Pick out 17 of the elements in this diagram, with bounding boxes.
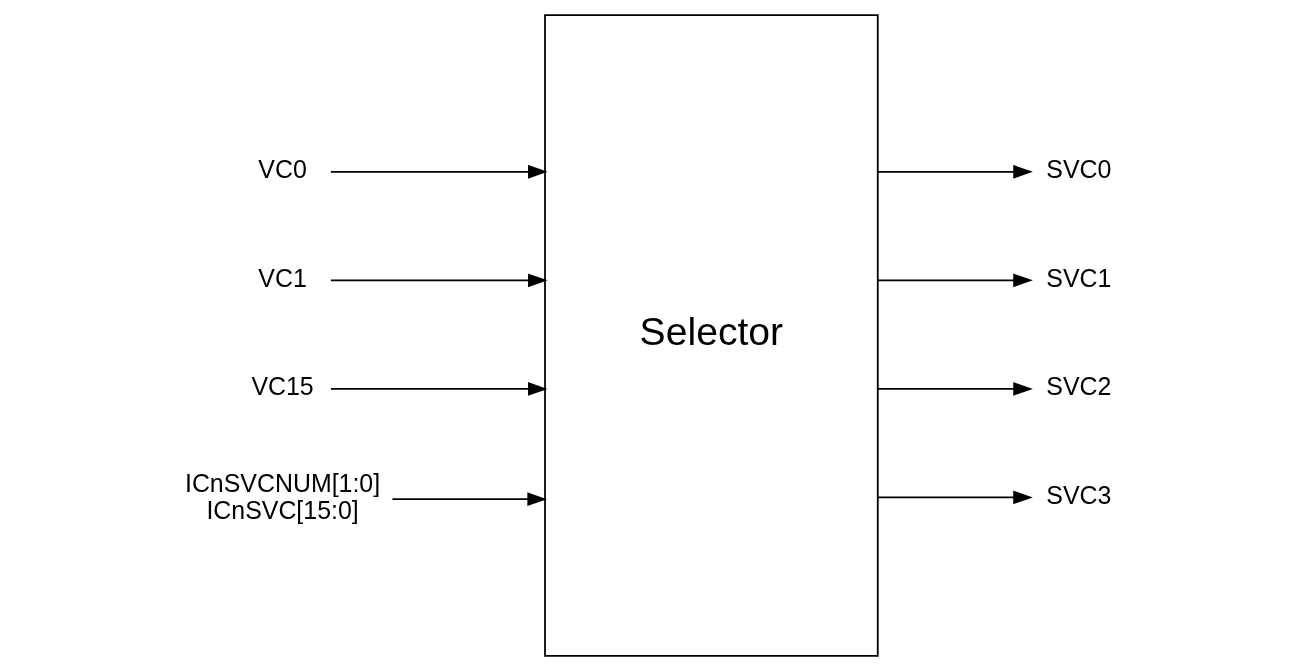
- node-text: SVC1: [1045, 263, 1111, 292]
- node-box: Selector: [543, 14, 879, 657]
- arrow: [329, 164, 548, 179]
- node-text: SVC3: [1045, 481, 1111, 510]
- node-text: SVC2: [1045, 372, 1111, 401]
- arrow: [876, 164, 1033, 179]
- arrow: [876, 382, 1033, 396]
- arrow: [391, 492, 547, 507]
- arrow: [329, 273, 548, 288]
- node-text: ICnSVCNUM[1:0] ICnSVC[15:0]: [184, 469, 380, 525]
- node-text: VC0: [257, 155, 307, 184]
- node-text: VC15: [250, 372, 314, 401]
- arrow: [876, 490, 1033, 505]
- arrow: [876, 273, 1033, 288]
- arrow: [329, 382, 548, 396]
- node-text: SVC0: [1045, 155, 1111, 184]
- node-text: VC1: [257, 263, 307, 292]
